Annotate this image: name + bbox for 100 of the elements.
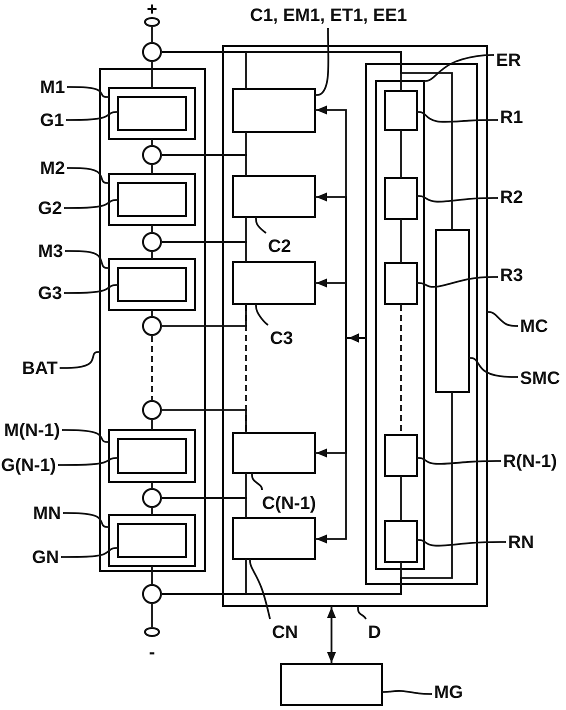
- leader-line: [64, 284, 117, 294]
- module-box: [108, 514, 196, 567]
- wire: [400, 477, 402, 520]
- dashed-wire: [151, 336, 153, 400]
- wire: [400, 131, 402, 177]
- wire: [162, 409, 247, 432]
- callout-label: M3: [38, 240, 64, 262]
- controller-box: [232, 261, 316, 305]
- leader-line: [64, 199, 117, 209]
- leader-line: [383, 690, 432, 695]
- junction-circle: [142, 488, 162, 508]
- controller-box: [232, 432, 316, 474]
- double-arrow: [327, 607, 336, 663]
- resistor-box: [384, 262, 418, 305]
- callout-label: C3: [270, 327, 294, 349]
- cell-box: [117, 96, 187, 131]
- control-frame: [365, 63, 478, 585]
- leader-line: [63, 512, 108, 528]
- leader-line: [251, 474, 263, 490]
- wire: [151, 252, 153, 258]
- module-box: [108, 429, 196, 483]
- device-frame: [222, 45, 488, 607]
- management-box: [280, 663, 383, 706]
- callout-label: MC: [520, 315, 548, 337]
- callout-label: SMC: [520, 367, 560, 389]
- leader-line: [418, 111, 498, 123]
- leader-line: [357, 607, 367, 620]
- wire: [162, 154, 247, 175]
- module-box: [108, 87, 196, 140]
- callout-label: M(N-1): [4, 419, 60, 441]
- leader-line: [488, 311, 518, 327]
- wire: [162, 393, 453, 595]
- callout-label: C1, EM1, ET1, EE1: [250, 4, 408, 26]
- cell-box: [117, 267, 187, 302]
- callout-label: R(N-1): [503, 450, 557, 472]
- leader-line: [66, 111, 117, 121]
- leader-line: [425, 54, 494, 82]
- leader-line: [418, 276, 498, 288]
- cell-box: [117, 438, 187, 474]
- wire: [151, 420, 153, 429]
- callout-label: ER: [496, 49, 522, 71]
- resistor-box: [384, 520, 418, 563]
- callout-label: G3: [38, 282, 62, 304]
- wire: [162, 497, 247, 517]
- wire: [151, 604, 153, 627]
- callout-label: CN: [272, 621, 298, 643]
- wire: [151, 508, 153, 514]
- leader-line: [61, 547, 117, 558]
- controller-box: [232, 175, 316, 218]
- callout-label: RN: [508, 531, 534, 553]
- leader-line: [255, 218, 267, 234]
- battery-frame: [99, 68, 206, 572]
- callout-label: R2: [500, 186, 524, 208]
- callout-label: MN: [33, 502, 61, 524]
- polarity-sign: +: [146, 1, 158, 17]
- controller-box: [232, 517, 316, 560]
- leader-line: [60, 351, 99, 369]
- cell-box: [117, 523, 187, 558]
- wire: [151, 226, 153, 232]
- callout-label: M2: [40, 157, 66, 179]
- callout-label: G2: [38, 197, 62, 219]
- callout-label: GN: [32, 546, 59, 568]
- controller-box: [232, 88, 316, 133]
- leader-line: [418, 457, 501, 465]
- module-box: [108, 258, 196, 311]
- junction-circle: [142, 42, 162, 62]
- wire: [151, 62, 153, 87]
- leader-line: [67, 167, 108, 184]
- leader-line: [316, 28, 330, 96]
- callout-label: C(N-1): [262, 492, 316, 514]
- polarity-sign: -: [149, 644, 155, 660]
- leader-line: [67, 86, 108, 98]
- leader-line: [249, 560, 271, 620]
- module-box: [108, 173, 196, 226]
- wire: [151, 483, 153, 488]
- wire: [162, 241, 247, 261]
- callout-label: G(N-1): [1, 454, 56, 476]
- wire: [151, 311, 153, 316]
- resistor-box: [384, 177, 418, 220]
- junction-circle: [142, 316, 162, 336]
- cell-box: [117, 182, 187, 217]
- circuit-block: [435, 229, 470, 393]
- callout-label: C2: [268, 235, 292, 257]
- dashed-wire: [400, 305, 402, 434]
- callout-label: D: [368, 621, 381, 643]
- junction-circle: [142, 400, 162, 420]
- resistor-box: [384, 434, 418, 477]
- wire: [400, 220, 402, 262]
- wire: [151, 27, 153, 42]
- leader-line: [418, 539, 506, 547]
- leader-line: [470, 357, 518, 378]
- terminal-ellipse: [144, 627, 160, 637]
- junction-circle: [142, 145, 162, 165]
- resistor-chain-frame: [375, 80, 425, 570]
- callout-label: R3: [500, 264, 524, 286]
- leader-line: [58, 457, 117, 466]
- resistor-box: [384, 90, 418, 131]
- callout-label: MG: [434, 681, 463, 703]
- junction-circle: [142, 584, 162, 604]
- wire: [151, 165, 153, 173]
